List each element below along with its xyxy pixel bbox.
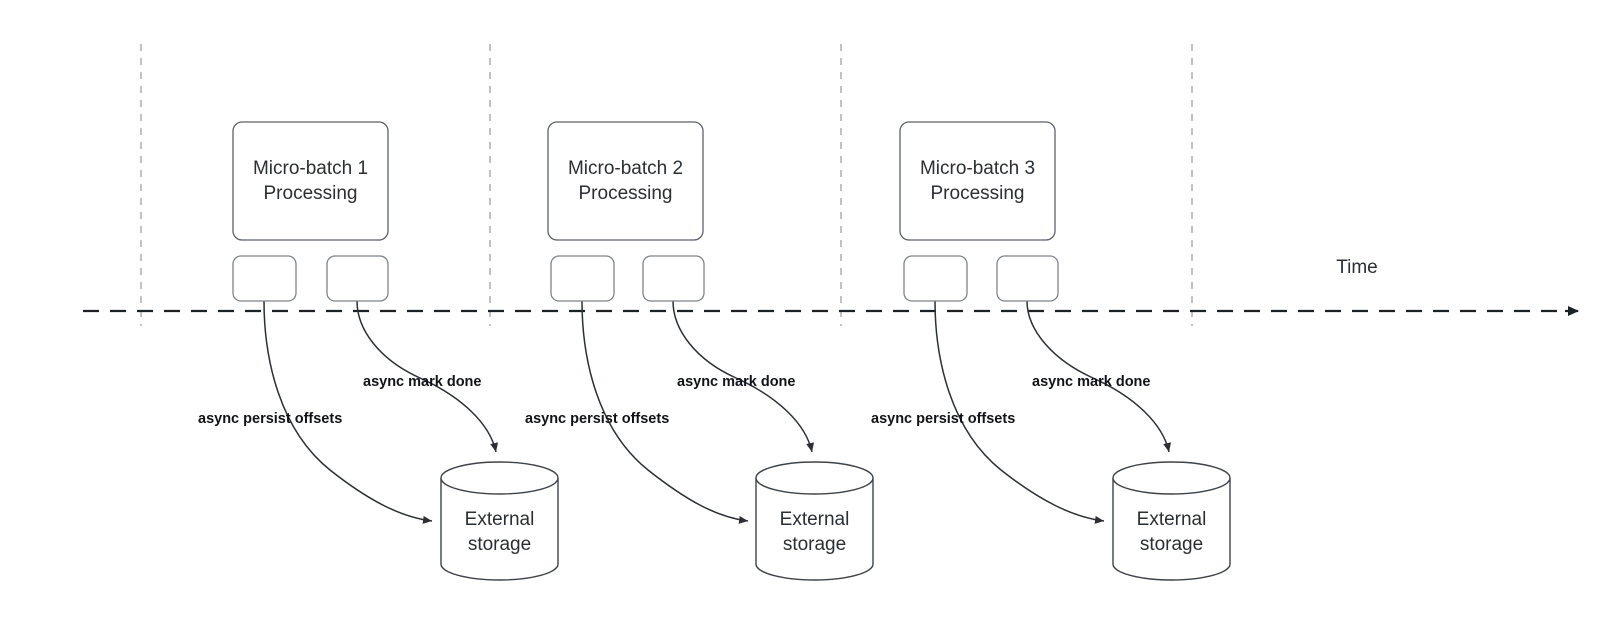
micro-batch-1-title-line1: Micro-batch 1 (253, 158, 368, 179)
external-storage-3-group: External storage (1112, 461, 1231, 581)
micro-batch-1-mark-done-task[interactable] (326, 255, 389, 302)
async-mark-done-edge-1 (356, 300, 499, 453)
micro-batch-2-group: Micro-batch 2 Processing (547, 121, 705, 302)
micro-batch-2-title-line2: Processing (579, 183, 673, 204)
external-storage-3-label-line2: storage (1140, 534, 1203, 555)
async-persist-offsets-edge-2 (581, 300, 749, 524)
async-persist-offsets-edge-3 (934, 300, 1105, 524)
async-mark-done-edge-3-label: async mark done (1032, 374, 1150, 390)
external-storage-3-label-line1: External (1137, 509, 1207, 530)
external-storage-1-group: External storage (440, 461, 559, 581)
micro-batch-3-mark-done-task[interactable] (996, 255, 1059, 302)
external-storage-1-body[interactable] (440, 478, 559, 581)
external-storage-2-label-line1: External (780, 509, 850, 530)
async-persist-offsets-edge-2-label: async persist offsets (525, 411, 669, 427)
micro-batch-3-persist-offsets-task[interactable] (903, 255, 968, 302)
external-storage-3-body[interactable] (1112, 478, 1231, 581)
micro-batch-3-box[interactable] (899, 121, 1056, 241)
micro-batch-2-mark-done-task[interactable] (642, 255, 705, 302)
edge-labels-group: async persist offsets async mark done asyn… (198, 374, 1150, 427)
micro-batch-2-persist-offsets-task[interactable] (550, 255, 615, 302)
tick-lines-group (140, 44, 1193, 326)
micro-batch-3-group: Micro-batch 3 Processing (899, 121, 1059, 302)
time-axis-label: Time (1336, 257, 1378, 278)
micro-batch-2-box[interactable] (547, 121, 704, 241)
external-storage-3-top-ellipse (1112, 461, 1231, 495)
async-mark-done-edge-2 (672, 300, 815, 453)
micro-batch-3-title-line1: Micro-batch 3 (920, 158, 1035, 179)
micro-batch-1-box[interactable] (232, 121, 389, 241)
external-storage-1-label-line1: External (465, 509, 535, 530)
timeline-group: Time (83, 257, 1579, 316)
external-storage-2-body[interactable] (755, 478, 874, 581)
async-mark-done-edge-1-label: async mark done (363, 374, 481, 390)
edges-group (263, 300, 1172, 524)
async-persist-offsets-edge-1 (263, 300, 433, 524)
micro-batch-1-title-line2: Processing (264, 183, 358, 204)
external-storage-1-top-ellipse (440, 461, 559, 495)
external-storage-2-label-line2: storage (783, 534, 846, 555)
external-storage-2-top-ellipse (755, 461, 874, 495)
micro-batch-2-title-line1: Micro-batch 2 (568, 158, 683, 179)
micro-batch-3-title-line2: Processing (931, 183, 1025, 204)
micro-batch-1-group: Micro-batch 1 Processing (232, 121, 389, 302)
external-storage-2-group: External storage (755, 461, 874, 581)
async-mark-done-edge-3 (1026, 300, 1172, 453)
async-persist-offsets-edge-3-label: async persist offsets (871, 411, 1015, 427)
micro-batch-1-persist-offsets-task[interactable] (232, 255, 297, 302)
async-persist-offsets-edge-1-label: async persist offsets (198, 411, 342, 427)
async-mark-done-edge-2-label: async mark done (677, 374, 795, 390)
external-storage-1-label-line2: storage (468, 534, 531, 555)
